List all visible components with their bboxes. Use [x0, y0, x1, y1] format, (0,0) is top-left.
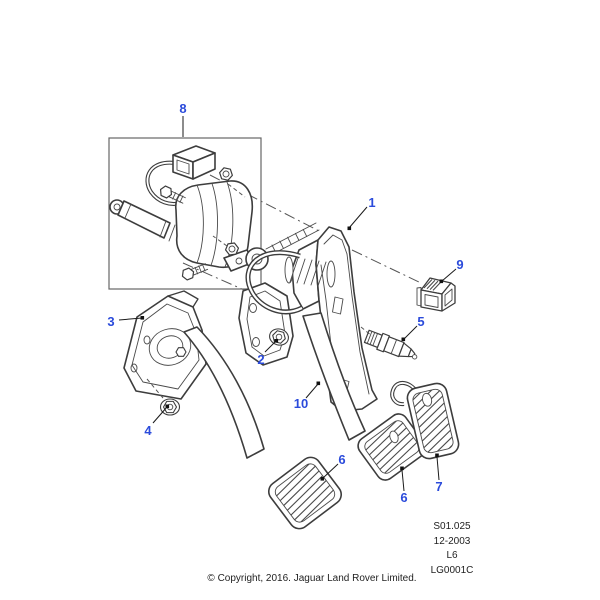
part-8-inset-box	[108, 137, 262, 290]
callout-2: 2	[257, 352, 264, 367]
copyright-line: © Copyright, 2016. Jaguar Land Rover Lim…	[207, 573, 417, 584]
part-4-bolt-drawing	[159, 398, 181, 416]
part-6-brake-pad-drawing	[357, 413, 427, 481]
callout-4: 4	[144, 423, 152, 438]
part-8-actuator-drawing	[109, 145, 255, 281]
plate-drawing-code: LG0001C	[430, 564, 474, 576]
callout-3: 3	[107, 314, 114, 329]
assembly-dashed-lines	[146, 326, 373, 399]
drawing-plate-block: S01.025 12-2003 L6 LG0001C	[402, 520, 502, 578]
callout-9: 9	[456, 257, 463, 272]
callout-5: 5	[417, 314, 424, 329]
callout-1: 1	[368, 195, 375, 210]
plate-sheet-code: S01.025	[433, 521, 471, 532]
clutch-pedal-arm-drawing	[183, 326, 265, 459]
part-5-switch-drawing	[363, 329, 418, 360]
assembly-centerlines	[182, 174, 422, 294]
bracket-mounting-plate-drawing	[238, 282, 294, 366]
plate-date-code: 12-2003	[433, 535, 471, 547]
part-10-brake-pedal-arm-drawing	[302, 312, 366, 441]
callout-6-right: 6	[400, 490, 407, 505]
callout-10: 10	[294, 396, 308, 411]
part-7-accelerator-pad-drawing	[406, 382, 460, 460]
callout-6-left: 6	[338, 452, 345, 467]
part-6-clutch-pad-drawing	[267, 456, 343, 530]
accelerator-pedal-hook-drawing	[390, 381, 421, 407]
part-9-connector-drawing	[416, 277, 456, 312]
pivot-and-springs-drawing	[245, 222, 336, 315]
callout-8: 8	[179, 101, 186, 116]
callout-7: 7	[435, 479, 442, 494]
callout-leader-lines	[118, 116, 457, 492]
callout-labels: 1 2 3 4 5 6 6 7 8 9 10	[107, 101, 463, 505]
part-3-clutch-bracket-drawing	[123, 290, 207, 400]
plate-engine-code: L6	[446, 550, 458, 561]
